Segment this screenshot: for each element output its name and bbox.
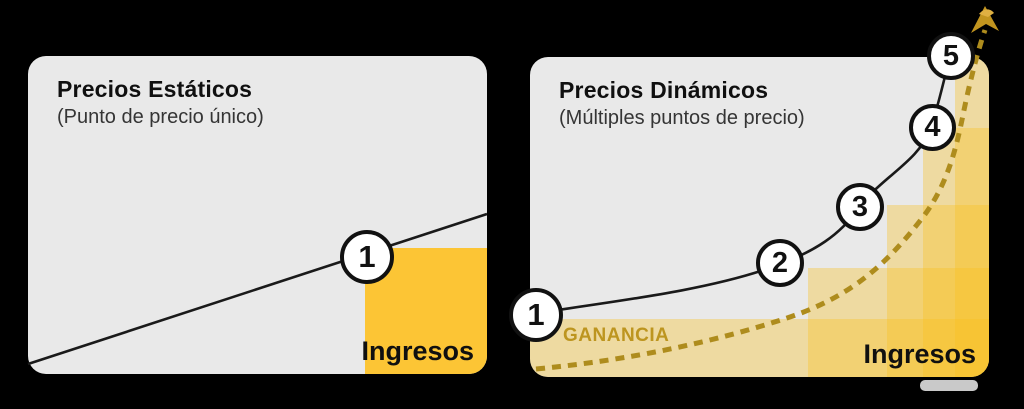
price-point-4: 4	[909, 104, 956, 151]
price-point-3: 3	[836, 183, 884, 231]
price-point-5: 5	[927, 32, 975, 80]
static-panel-title: Precios Estáticos	[57, 76, 253, 102]
panel-underlay-bar	[920, 380, 978, 391]
growth-arrow-highlight	[979, 9, 994, 17]
revenue-step-5	[955, 57, 989, 377]
static-pricing-panel: Precios Estáticos (Punto de precio único…	[28, 56, 487, 374]
dynamic-panel-title: Precios Dinámicos	[559, 77, 769, 103]
growth-arrow-icon	[971, 6, 999, 33]
price-point-1-static: 1	[340, 230, 394, 284]
static-revenue-label: Ingresos	[361, 336, 474, 366]
price-point-2: 2	[756, 239, 804, 287]
dynamic-panel-subtitle: (Múltiples puntos de precio)	[559, 107, 805, 129]
dynamic-revenue-label: Ingresos	[863, 339, 976, 369]
static-panel-subtitle: (Punto de precio único)	[57, 106, 264, 128]
profit-label: GANANCIA	[563, 325, 670, 346]
dynamic-pricing-panel: Precios Dinámicos (Múltiples puntos de p…	[530, 57, 989, 377]
price-point-1: 1	[509, 288, 563, 342]
